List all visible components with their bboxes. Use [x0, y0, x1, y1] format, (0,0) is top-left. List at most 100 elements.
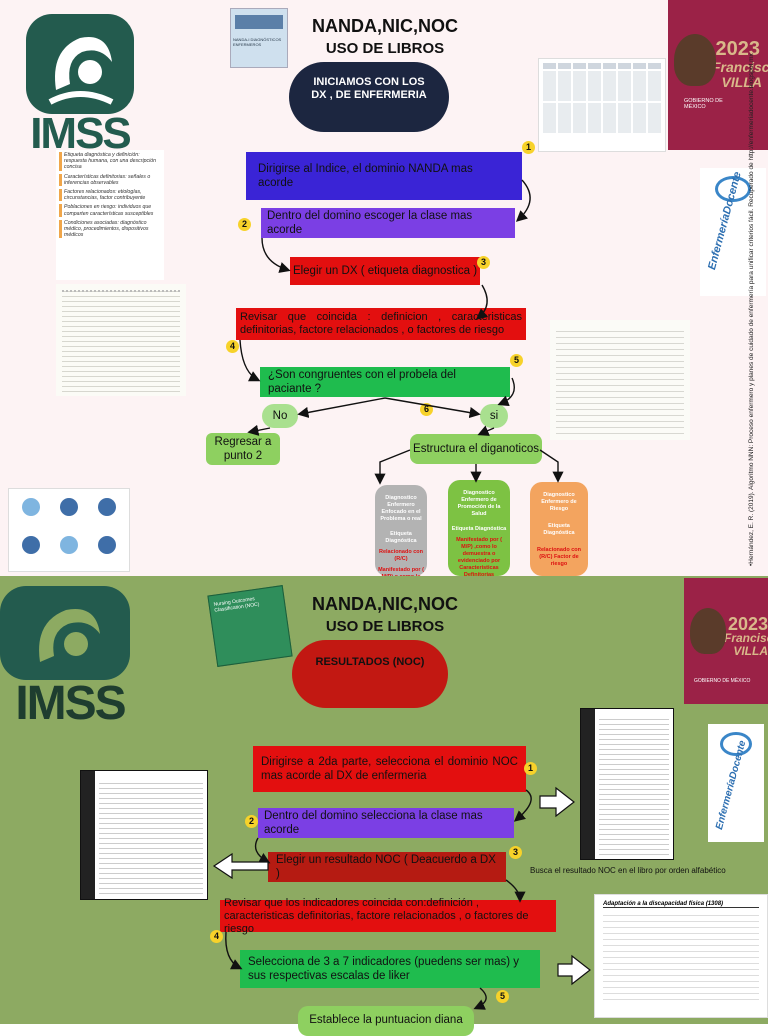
arrow: [297, 397, 386, 418]
nanda-index-page-image: [56, 284, 186, 396]
arrow: [225, 931, 243, 970]
dx-type-risk-title: Diagnostico Enfermero de Riesgo: [541, 492, 577, 512]
noc-step-3-box: Elegir un resultado NOC ( Deacuerdo a DX…: [268, 852, 506, 882]
noc-domains-page-image: [580, 708, 674, 860]
noc-indicators-page-image: Adaptación a la discapacidad física (130…: [594, 894, 768, 1018]
noc-start-node: RESULTADOS (NOC): [292, 640, 448, 708]
badge-year: 2023: [715, 38, 761, 60]
noc-step-5-number: 5: [496, 990, 509, 1003]
badge-sub: GOBIERNO DE MÉXICO: [684, 98, 723, 110]
arrow: [473, 987, 487, 1010]
imss-logo-text: IMSS: [30, 109, 132, 158]
dx-type-health-promotion: Diagnostico Enfermero de Promoción de la…: [448, 480, 510, 578]
noc-step-4-box: Revisar que los indicadores coincida con…: [220, 897, 556, 935]
dx-type-real-body: Etiqueta Diagnóstica: [385, 531, 417, 544]
nanda-diagnosis-page-image: [550, 320, 690, 440]
card-line: Factores relacionados: etiologías, circu…: [59, 189, 161, 202]
start-node: INICIAMOS CON LOS DX , DE ENFERMERIA: [289, 62, 449, 132]
si-label-box: si: [480, 404, 508, 428]
badge-year: 2023: [727, 614, 768, 634]
noc-step-2-number: 2: [245, 815, 258, 828]
gobierno-badge: 2023 Francisco VILLA GOBIERNO DE MÉXICO: [684, 578, 768, 704]
no-label: No: [272, 410, 288, 422]
arrow: [374, 449, 411, 485]
dx-type-promotion-body: Etiqueta Diagnóstica: [451, 526, 507, 532]
step-2-number: 2: [238, 218, 251, 231]
noc-step-3-number: 3: [509, 846, 522, 859]
step-2-box: Dentro del domino escoger la clase mas a…: [261, 208, 515, 238]
enfermeria-docente-logo: EnfermeríaDocente: [700, 168, 766, 296]
arrow: [515, 179, 531, 222]
arrow: [477, 425, 495, 436]
step-1-number: 1: [522, 141, 535, 154]
badge-name: Francisco VILLA: [712, 59, 768, 90]
step-3-box: Elegir un DX ( etiqueta diagnostica ): [290, 257, 480, 285]
block-arrow: [212, 852, 269, 880]
step-4-label: Revisar que coincida : definicion , cara…: [240, 311, 522, 336]
arrow: [539, 449, 564, 483]
nanda-components-card: Etiqueta diagnóstica y definición: respu…: [56, 150, 164, 280]
card-line: Etiqueta diagnóstica y definición: respu…: [59, 152, 161, 171]
step-3-number: 3: [477, 256, 490, 269]
dx-type-promotion-title: Diagnostico Enfermero de Promoción de la…: [457, 490, 501, 517]
nurse-icons-image: [8, 488, 130, 572]
imss-logo: IMSS: [20, 10, 140, 160]
dx-type-risk-related: Relacionado con (R/C) Factor de riesgo: [536, 547, 581, 567]
arrow: [475, 284, 489, 320]
nanda-domains-table-image: [538, 58, 666, 152]
dx-type-risk-body: Etiqueta Diagnóstica: [543, 523, 575, 536]
arrow: [254, 837, 271, 864]
dx-type-risk: Diagnostico Enfermero de Riesgo Etiqueta…: [530, 482, 588, 576]
noc-search-note: Busca el resultado NOC en el libro por o…: [530, 866, 726, 875]
noc-step-1-number: 1: [524, 762, 537, 775]
noc-step-1-box: Dirigirse a 2da parte, selecciona el dom…: [253, 746, 526, 792]
card-line: Poblaciones en riesgo: individuos que co…: [59, 204, 161, 217]
step-1-box: Dirigirse al Indice, el dominio NANDA ma…: [246, 152, 522, 200]
noc-step-3-label: Elegir un resultado NOC ( Deacuerdo a DX…: [276, 854, 496, 880]
block-arrow: [539, 786, 575, 818]
noc-step-4-number: 4: [210, 930, 223, 943]
nanda-book-image: NANDA-I DIAGNÓSTICOS ENFERMEROS: [230, 8, 288, 68]
arrow: [505, 879, 526, 903]
block-arrow: [557, 954, 591, 986]
dx-type-real-related: Relacionado con (R/C): [378, 549, 423, 562]
structure-box: Estructura el diganoticos: [410, 434, 542, 464]
arrow: [497, 377, 515, 407]
arrow: [247, 424, 271, 436]
gobierno-badge: 2023 Francisco VILLA GOBIERNO DE MÉXICO: [668, 0, 768, 150]
arrow: [384, 397, 481, 419]
si-label: si: [489, 410, 499, 422]
bottom-title: NANDA,NIC,NOC: [312, 594, 458, 614]
noc-step-2-label: Dentro del domino selecciona la clase ma…: [264, 810, 483, 836]
noc-classes-page-image: [80, 770, 208, 900]
step-1-label: Dirigirse al Indice, el dominio NANDA ma…: [258, 163, 473, 189]
noc-target-score-label: Establece la puntuacion diana: [309, 1014, 463, 1026]
step-3-label: Elegir un DX ( etiqueta diagnostica ): [292, 265, 478, 277]
enfermeria-docente-logo: EnfermeríaDocente: [708, 724, 764, 842]
step-5-box: ¿Son congruentes con el probela del paci…: [260, 367, 510, 397]
noc-step-5-label: Selecciona de 3 a 7 indicadores (puedens…: [248, 956, 520, 982]
dx-type-promotion-manifested: Manifestado por ( M/P) ,como lo demuestr…: [456, 537, 502, 578]
imss-logo: IMSS: [0, 586, 140, 728]
noc-start-label: RESULTADOS (NOC): [315, 656, 425, 668]
structure-label: Estructura el diganoticos: [413, 443, 539, 455]
bottom-subtitle: USO DE LIBROS: [325, 618, 445, 635]
arrow: [513, 789, 532, 822]
arrow: [239, 339, 261, 382]
noc-step-2-box: Dentro del domino selecciona la clase ma…: [258, 808, 514, 838]
no-label-box: No: [262, 404, 298, 428]
top-subtitle: USO DE LIBROS: [325, 40, 445, 57]
noc-step-4-label: Revisar que los indicadores coincida con…: [224, 896, 529, 935]
step-5-number: 5: [510, 354, 523, 367]
back-label: Regresar a punto 2: [214, 436, 272, 462]
step-2-label: Dentro del domino escoger la clase mas a…: [267, 210, 473, 236]
back-to-step-2-box: Regresar a punto 2: [206, 433, 280, 465]
noc-table-title: Adaptación a la discapacidad física (130…: [603, 901, 759, 908]
badge-sub: GOBIERNO DE MÉXICO: [694, 678, 751, 684]
noc-step-1-label: Dirigirse a 2da parte, selecciona el dom…: [261, 756, 518, 782]
noc-step-5-box: Selecciona de 3 a 7 indicadores (puedens…: [240, 950, 540, 988]
arrow: [261, 237, 291, 273]
nanda-book-label: NANDA-I DIAGNÓSTICOS ENFERMEROS: [233, 37, 282, 47]
card-line: Características definitorias: señales o …: [59, 173, 161, 187]
